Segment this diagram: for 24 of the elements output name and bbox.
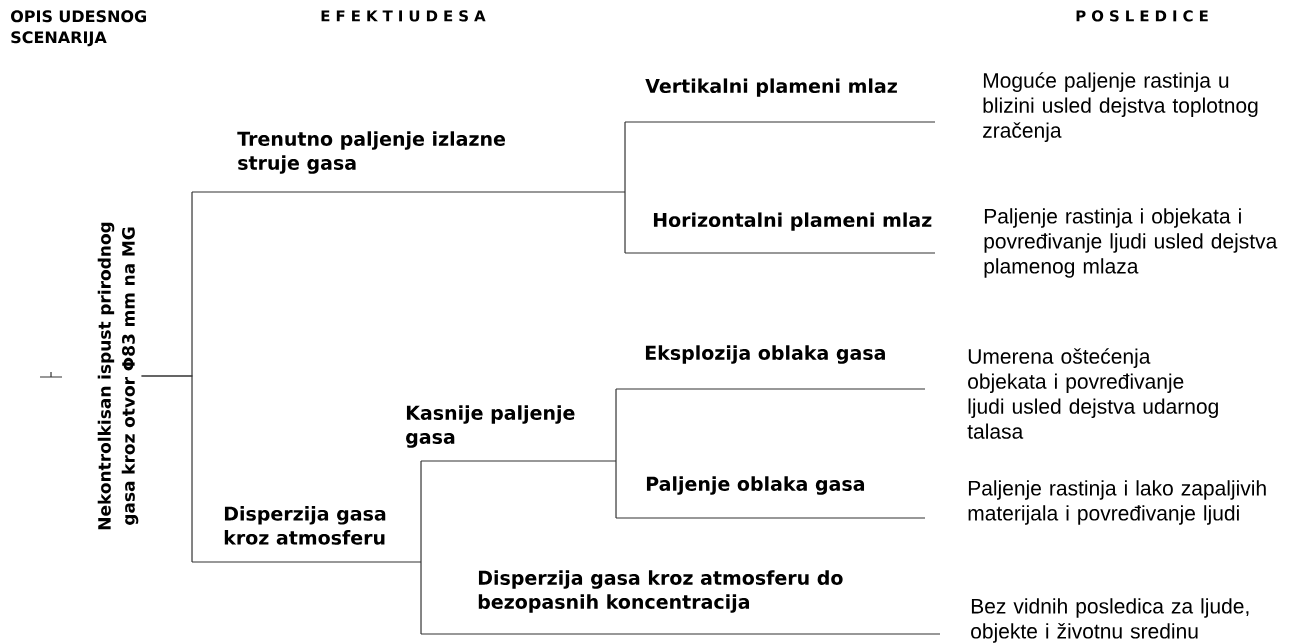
branch-label: Trenutno paljenje izlazne struje gasa (237, 131, 505, 174)
scenario-label: Nekontrolkisan ispust prirodnog gasa kroz otvor Φ83 mm na MG (97, 222, 139, 530)
branch-connector (624, 121, 626, 193)
consequence-text: Paljenje rastinja i lako zapaljivih materijala i povređivanje ljudi (968, 480, 1266, 525)
branch-label: Horizontalni plameni mlaz (653, 212, 932, 231)
consequence-text: Bez vidnih posledica za ljude, objekte i životnu sredinu (971, 598, 1249, 643)
column-heading: E F E K T I U D E S A (321, 10, 486, 22)
branch-label: Kasnije paljenje gasa (406, 405, 575, 448)
branch-label: Disperzija gasa kroz atmosferu (224, 506, 386, 545)
column-heading: P O S L E D I C E (1076, 10, 1208, 22)
branch-connector (420, 460, 422, 563)
branch-connector (624, 191, 626, 254)
branch-connector (420, 561, 422, 635)
branch-connector (140, 375, 193, 563)
consequence-text: Paljenje rastinja i objekata i povređivanje ljudi usled dejstva plamenog mlaza (984, 208, 1278, 278)
branch-connector (615, 388, 617, 462)
branch-connector (615, 460, 617, 519)
consequence-text: Umerena oštećenja objekata i povređivanje ljudi usled dejstva udarnog talasa (967, 348, 1218, 439)
branch-label: Paljenje oblaka gasa (646, 476, 865, 495)
branch-label: Disperzija gasa kroz atmosferu do bezopasnih koncentracija (478, 570, 843, 613)
branch-label: Vertikalni plameni mlaz (645, 78, 897, 97)
branch-label: Eksplozija oblaka gasa (645, 345, 885, 364)
column-heading: OPIS UDESNOG SCENARIJA (11, 10, 146, 47)
consequence-text: Moguće paljenje rastinja u blizini usled dejstva toplotnog zračenja (983, 72, 1258, 142)
